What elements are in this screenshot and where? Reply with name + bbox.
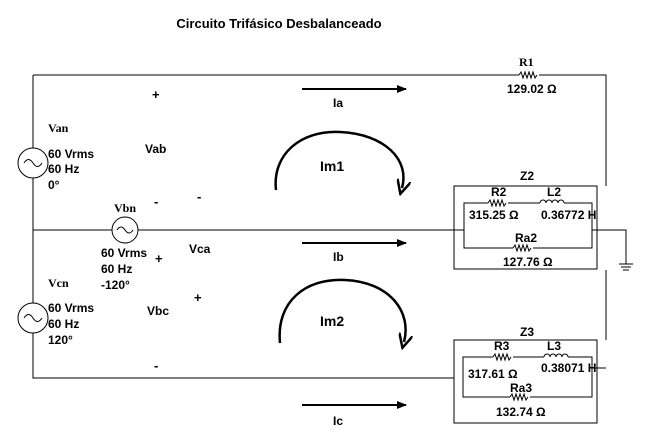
im2-circular-arrow-icon: [278, 278, 406, 343]
resistor-ra2: [512, 243, 532, 253]
source-vbn: Vbn 60 Vrms 60 Hz -120°: [101, 201, 147, 292]
vab-plus-sign: +: [152, 87, 160, 102]
diagram-title: Circuito Trifásico Desbalanceado: [176, 16, 381, 31]
resistor-r3: [492, 352, 512, 362]
l3-label: L3: [547, 339, 561, 353]
im2-label: Im2: [320, 313, 344, 329]
vca-minus-sign: -: [197, 189, 201, 204]
ra3-label: Ra3: [510, 381, 532, 395]
vca-label: Vca: [189, 242, 211, 256]
resistor-r2: [487, 198, 507, 208]
r2-value: 315.25 Ω: [469, 208, 519, 222]
mesh-currents: Im1 Im2: [274, 130, 406, 343]
inductor-l2: [539, 199, 565, 204]
r1-value: 129.02 Ω: [507, 82, 557, 96]
vbn-phase: -120°: [101, 278, 130, 292]
source-van: Van 60 Vrms 60 Hz 0°: [17, 121, 94, 192]
r3-label: R3: [494, 339, 510, 353]
vbc-minus-sign: -: [154, 358, 158, 373]
z2-label: Z2: [520, 169, 534, 183]
ac-source-icon: [116, 226, 134, 234]
vcn-phase: 120°: [48, 333, 73, 347]
impedance-z3: Z3 R3 L3 317.61 Ω 0.38071 H Ra3 132.74 Ω: [453, 325, 598, 424]
ac-source-icon: [23, 159, 43, 167]
l2-value: 0.36772 H: [541, 208, 596, 222]
vca-plus-sign: +: [194, 290, 202, 305]
ground-icon: [619, 263, 633, 271]
van-phase: 0°: [48, 178, 60, 192]
vbn-frequency: 60 Hz: [101, 262, 132, 276]
im1-circular-arrow-icon: [274, 130, 404, 190]
vab-label: Vab: [145, 142, 166, 156]
van-frequency: 60 Hz: [48, 162, 79, 176]
ic-label: Ic: [333, 414, 343, 428]
van-label: Van: [48, 121, 69, 135]
im1-label: Im1: [320, 158, 344, 174]
ra3-value: 132.74 Ω: [496, 405, 546, 419]
l2-label: L2: [547, 185, 561, 199]
line-voltages: Vab Vca Vbc + - - + + -: [145, 87, 211, 373]
ia-label: Ia: [333, 96, 343, 110]
r3-value: 317.61 Ω: [468, 367, 518, 381]
z3-label: Z3: [520, 325, 534, 339]
vcn-label: Vcn: [48, 276, 69, 290]
ra2-value: 127.76 Ω: [503, 255, 553, 269]
resistor-ra3: [509, 392, 529, 402]
resistor-r1: R1 129.02 Ω: [507, 55, 557, 96]
ib-label: Ib: [333, 250, 344, 264]
vbc-label: Vbc: [147, 304, 169, 318]
ac-source-icon: [23, 314, 43, 322]
wires: [32, 74, 627, 379]
r1-label: R1: [519, 55, 534, 69]
vab-minus-sign: -: [154, 194, 158, 209]
line-currents: Ia Ib Ic: [302, 85, 407, 428]
source-vcn: Vcn 60 Vrms 60 Hz 120°: [17, 276, 94, 347]
r2-label: R2: [491, 185, 507, 199]
ra2-label: Ra2: [515, 231, 537, 245]
vbn-voltage: 60 Vrms: [101, 246, 147, 260]
vcn-voltage: 60 Vrms: [48, 301, 94, 315]
vbc-plus-sign: +: [155, 251, 163, 266]
vcn-frequency: 60 Hz: [48, 317, 79, 331]
vbn-label: Vbn: [114, 201, 136, 215]
l3-value: 0.38071 H: [541, 361, 596, 375]
van-voltage: 60 Vrms: [48, 147, 94, 161]
inductor-l3: [543, 353, 569, 358]
impedance-z2: Z2 R2 L2 315.25 Ω 0.36772 H Ra2 127.76 Ω: [453, 169, 598, 270]
